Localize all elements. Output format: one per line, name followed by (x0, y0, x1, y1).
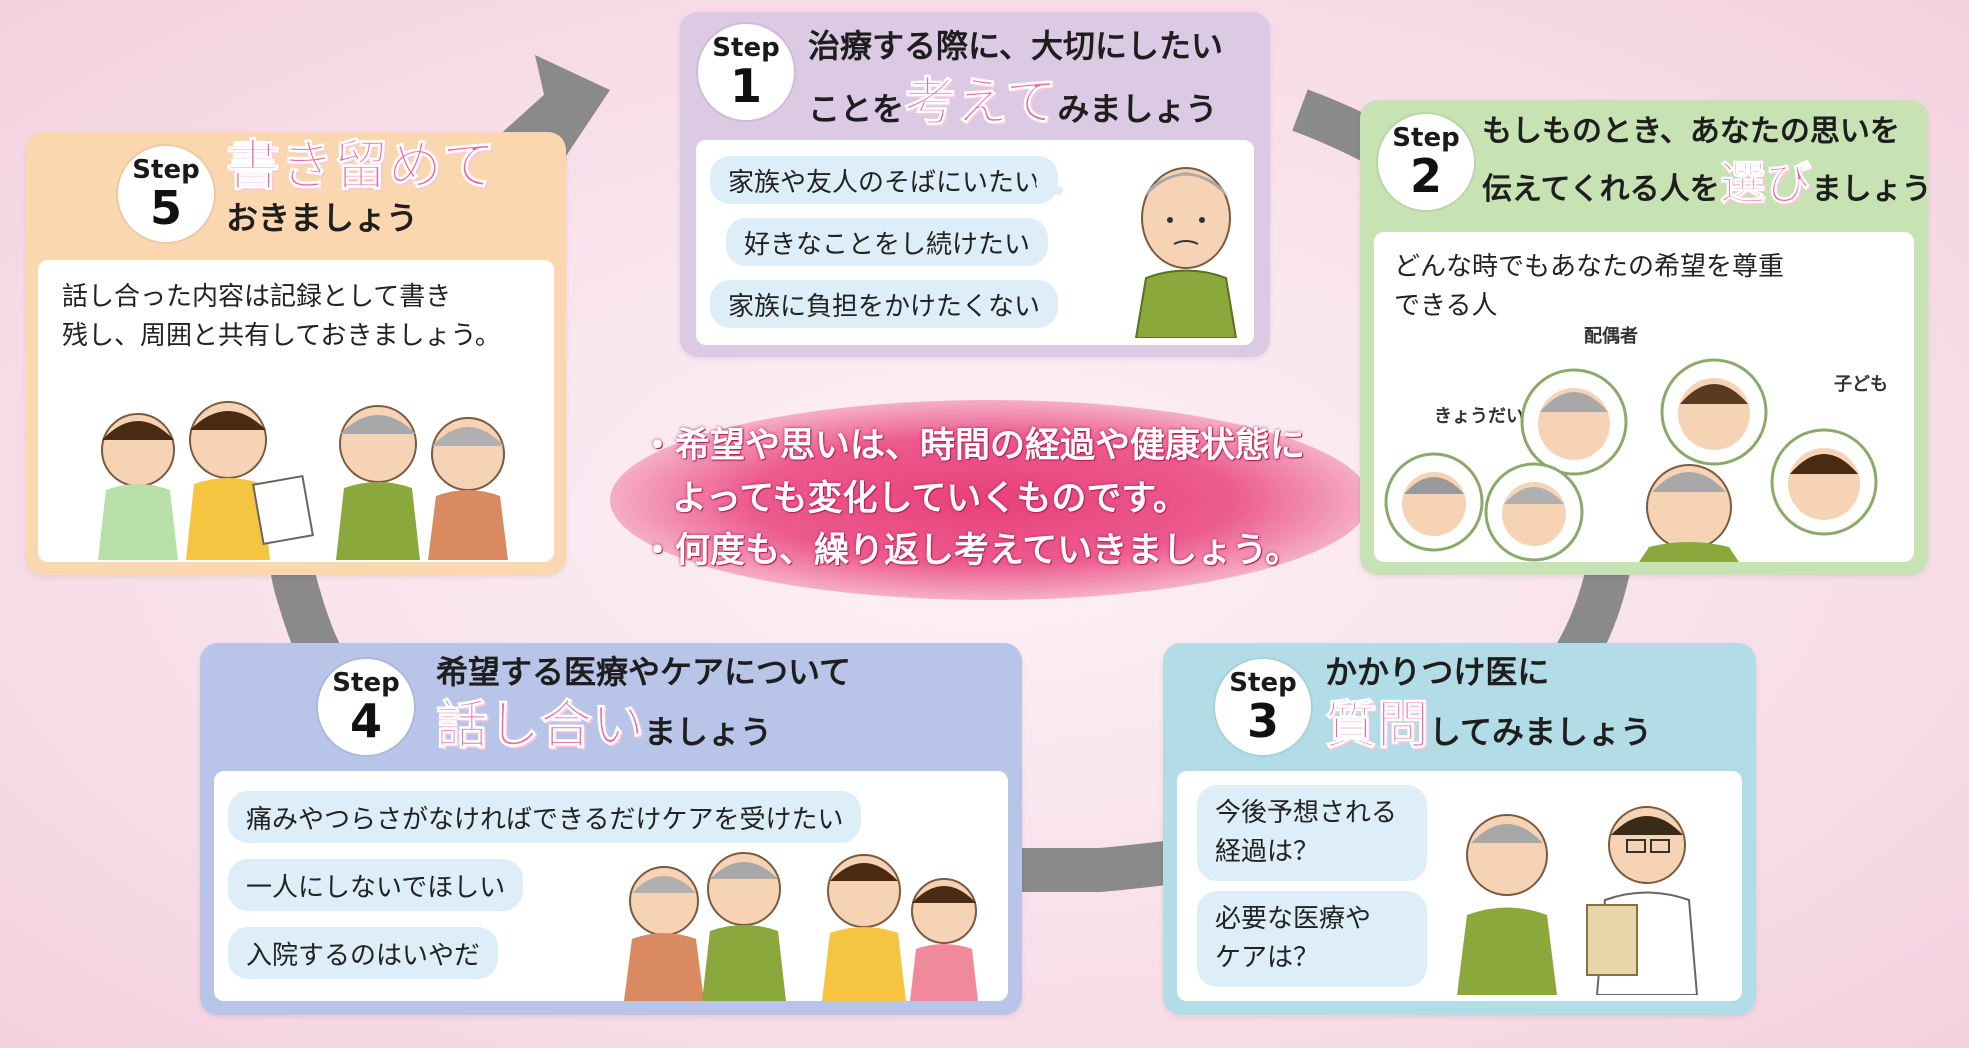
step-3-number: 3 (1246, 694, 1279, 748)
step-2-title-accent: 選び (1719, 155, 1812, 210)
step-1-title-line1: 治療する際に、大切にしたい (808, 27, 1224, 65)
step-3-title-line2: 質問してみましょう (1324, 689, 1653, 764)
step-2-title-line2: 伝えてくれる人を選びましょう (1482, 150, 1932, 217)
step-1-title-accent: 考えて (904, 73, 1058, 134)
center-line-2: よっても変化していくものです。 (672, 478, 1188, 519)
step-3-bubble-1-line2: 経過は？ (1215, 837, 1320, 867)
step-2-inner: どんな時でもあなたの希望を尊重 できる人 配偶者 きょうだい 子ども (1374, 232, 1914, 562)
step-3-bubble-1-line1: 今後予想される (1215, 798, 1398, 828)
family-discussion-illustration (624, 852, 978, 1001)
step-5-title: 書き留めて おきましょう (226, 134, 497, 241)
step-4-badge: Step 4 (318, 659, 414, 755)
step-1-bubble-2: 好きなことをし続けたい (726, 218, 1049, 266)
step-5-badge: Step 5 (118, 146, 214, 242)
step-5-title-line2: おきましょう (226, 198, 419, 237)
center-line-3: ・何度も、繰り返し考えていきましょう。 (640, 531, 1301, 571)
step-4-bubble-1: 痛みやつらさがなければできるだけケアを受けたい (228, 791, 862, 843)
step-3-title-accent: 質問 (1324, 696, 1430, 757)
step-1-inner: 家族や友人のそばにいたい 好きなことをし続けたい 家族に負担をかけたくない (696, 140, 1254, 345)
step-4-title-line2: 話し合いましょう (435, 689, 851, 764)
step-1-bubble-1: 家族や友人のそばにいたい (710, 156, 1059, 204)
step-4-title: 希望する医療やケアについて 話し合いましょう (435, 649, 852, 765)
step-2-title-pre: 伝えてくれる人を (1482, 171, 1720, 207)
step-1-card: Step 1 治療する際に、大切にしたい ことを考えてみましょう 家族や友人のそ… (680, 12, 1270, 357)
step-3-step-word: Step (1229, 668, 1297, 698)
step-2-number: 2 (1409, 149, 1442, 203)
step-1-number: 1 (729, 59, 762, 113)
step-5-inner: 話し合った内容は記録として書き 残し、周囲と共有しておきましょう。 (38, 260, 554, 562)
step-5-title-accent: 書き留めて (226, 134, 497, 198)
step-5-body: 話し合った内容は記録として書き 残し、周囲と共有しておきましょう。 (62, 278, 501, 356)
step-1-title-pre: ことを (808, 90, 905, 128)
step-2-card: Step 2 もしものとき、あなたの思いを 伝えてくれる人を選びましょう どんな… (1360, 100, 1932, 575)
step-3-title-line1: かかりつけ医に (1325, 653, 1550, 691)
doctor-consultation-illustration (1457, 806, 1699, 995)
step-4-card: Step 4 希望する医療やケアについて 話し合いましょう 痛みやつらさがなけれ… (200, 643, 1022, 1015)
step-4-inner: 痛みやつらさがなければできるだけケアを受けたい 一人にしないでほしい 入院するの… (214, 771, 1008, 1001)
step-2-body: どんな時でもあなたの希望を尊重 できる人 (1394, 248, 1784, 326)
step-4-bubble-3: 入院するのはいやだ (228, 927, 499, 979)
step-3-bubble-1: 今後予想される 経過は？ (1197, 785, 1427, 881)
step-3-title-post: してみましょう (1429, 713, 1653, 752)
step-4-title-accent: 話し合い (435, 696, 645, 757)
step-5-body-line1: 話し合った内容は記録として書き (62, 282, 452, 312)
label-children: 子ども (1834, 374, 1888, 395)
step-4-title-post: ましょう (644, 713, 773, 752)
step-3-card: Step 3 かかりつけ医に 質問してみましょう 今後予想される 経過は？ 必要… (1163, 643, 1756, 1015)
step-2-title-post: ましょう (1811, 171, 1932, 207)
step-3-bubble-2-line1: 必要な医療や (1215, 904, 1372, 934)
family-writing-illustration (98, 401, 508, 560)
center-message-glow (610, 400, 1370, 600)
label-spouse: 配偶者 (1584, 326, 1638, 347)
thinking-elder-illustration (1134, 167, 1238, 338)
step-2-badge: Step 2 (1378, 114, 1474, 210)
step-3-inner: 今後予想される 経過は？ 必要な医療や ケアは？ (1177, 771, 1742, 1001)
step-3-badge: Step 3 (1215, 659, 1311, 755)
step-1-title-post: みましょう (1057, 90, 1218, 128)
step-2-title: もしものとき、あなたの思いを 伝えてくれる人を選びましょう (1482, 110, 1932, 216)
step-3-bubble-2: 必要な医療や ケアは？ (1197, 891, 1427, 987)
support-people-illustration (1384, 358, 1878, 562)
step-1-bubble-3: 家族に負担をかけたくない (710, 280, 1059, 328)
step-5-step-word: Step (132, 155, 200, 185)
step-1-badge: Step 1 (698, 24, 794, 120)
step-5-card: Step 5 書き留めて おきましょう 話し合った内容は記録として書き 残し、周… (26, 132, 566, 575)
step-1-title: 治療する際に、大切にしたい ことを考えてみましょう (808, 22, 1223, 142)
center-line-1: ・希望や思いは、時間の経過や健康状態に (640, 426, 1306, 466)
step-4-number: 4 (349, 694, 382, 748)
step-2-body-line1: どんな時でもあなたの希望を尊重 (1394, 252, 1785, 282)
step-3-bubble-2-line2: ケアは？ (1215, 943, 1320, 973)
label-siblings: きょうだい (1434, 406, 1524, 427)
step-2-step-word: Step (1392, 123, 1460, 153)
step-2-title-line1: もしものとき、あなたの思いを (1482, 114, 1900, 149)
step-4-title-line1: 希望する医療やケアについて (436, 653, 852, 691)
step-4-bubble-2: 一人にしないでほしい (228, 859, 524, 911)
step-2-body-line2: できる人 (1394, 291, 1498, 321)
step-1-step-word: Step (712, 33, 780, 63)
step-4-step-word: Step (332, 668, 400, 698)
step-1-title-line2: ことを考えてみましょう (808, 64, 1223, 142)
step-5-number: 5 (149, 181, 182, 235)
step-5-body-line2: 残し、周囲と共有しておきましょう。 (62, 321, 501, 351)
center-message: ・希望や思いは、時間の経過や健康状態に よっても変化していくものです。 ・何度も… (640, 420, 1305, 578)
step-3-title: かかりつけ医に 質問してみましょう (1324, 649, 1653, 765)
